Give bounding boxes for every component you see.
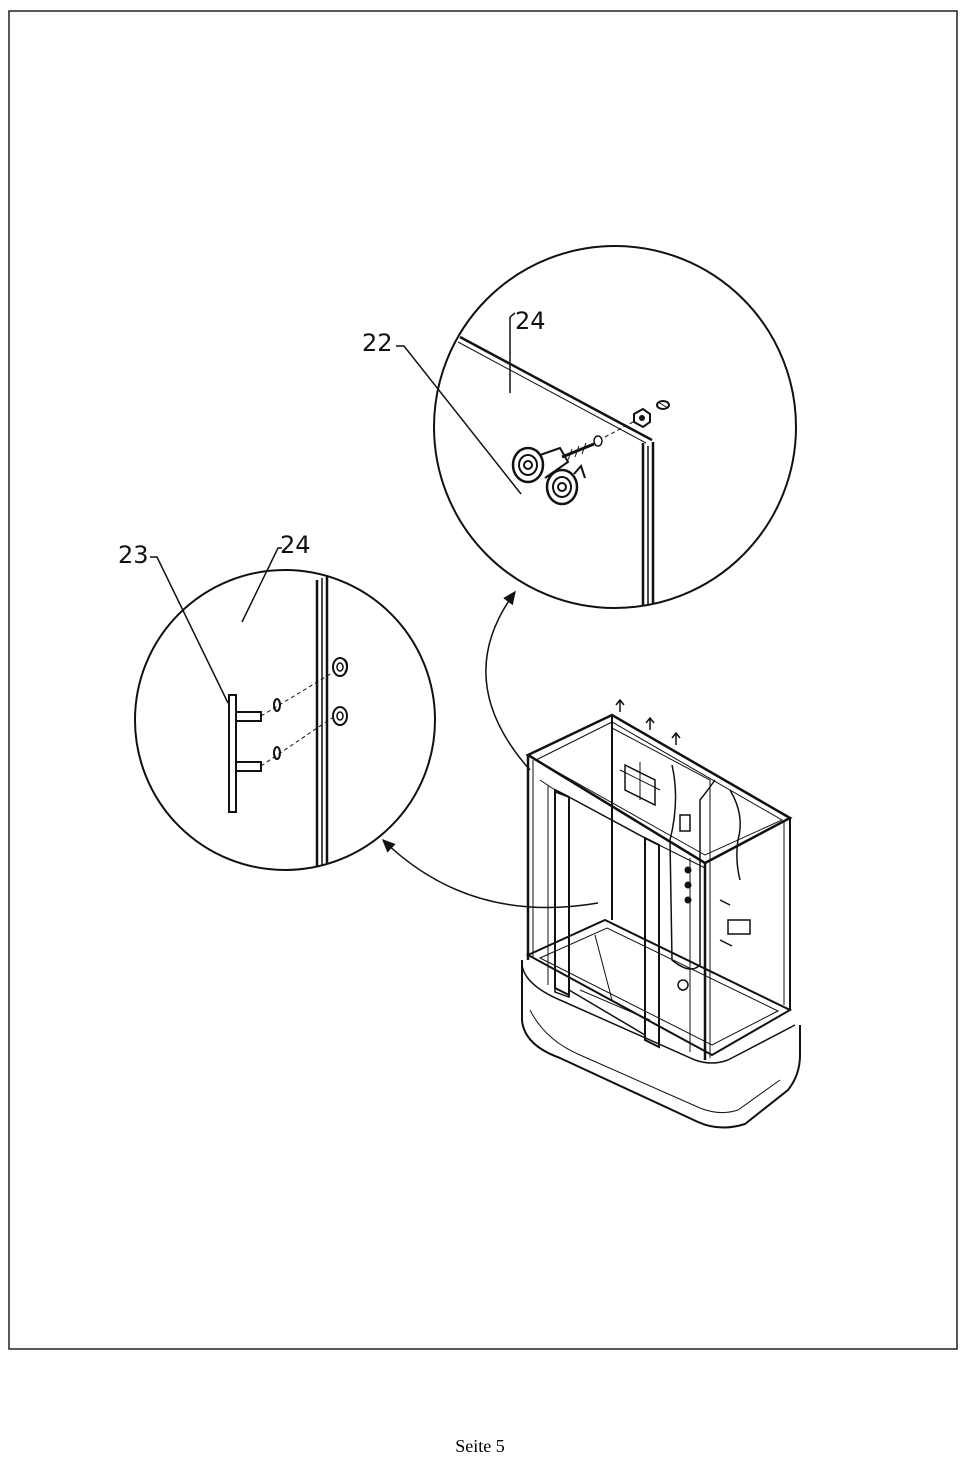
arrow-to-handle-detail — [381, 838, 599, 909]
roller-detail-circle — [396, 245, 797, 609]
label-panel-left: 24 — [280, 531, 311, 559]
label-roller: 22 — [362, 329, 393, 357]
arrow-to-roller-detail — [485, 590, 531, 771]
label-panel-top: 24 — [515, 307, 546, 335]
roller-wheel-icon — [545, 464, 586, 506]
nut-icon — [633, 400, 670, 429]
label-handle: 23 — [118, 541, 149, 569]
handle-detail-circle — [134, 547, 436, 871]
screw-icon — [332, 706, 348, 726]
shower-cabin — [521, 698, 801, 1129]
door-handle-icon — [228, 694, 262, 813]
page-number: Seite 5 — [455, 1436, 505, 1456]
screw-icon — [332, 657, 348, 677]
page-border — [8, 10, 958, 1350]
